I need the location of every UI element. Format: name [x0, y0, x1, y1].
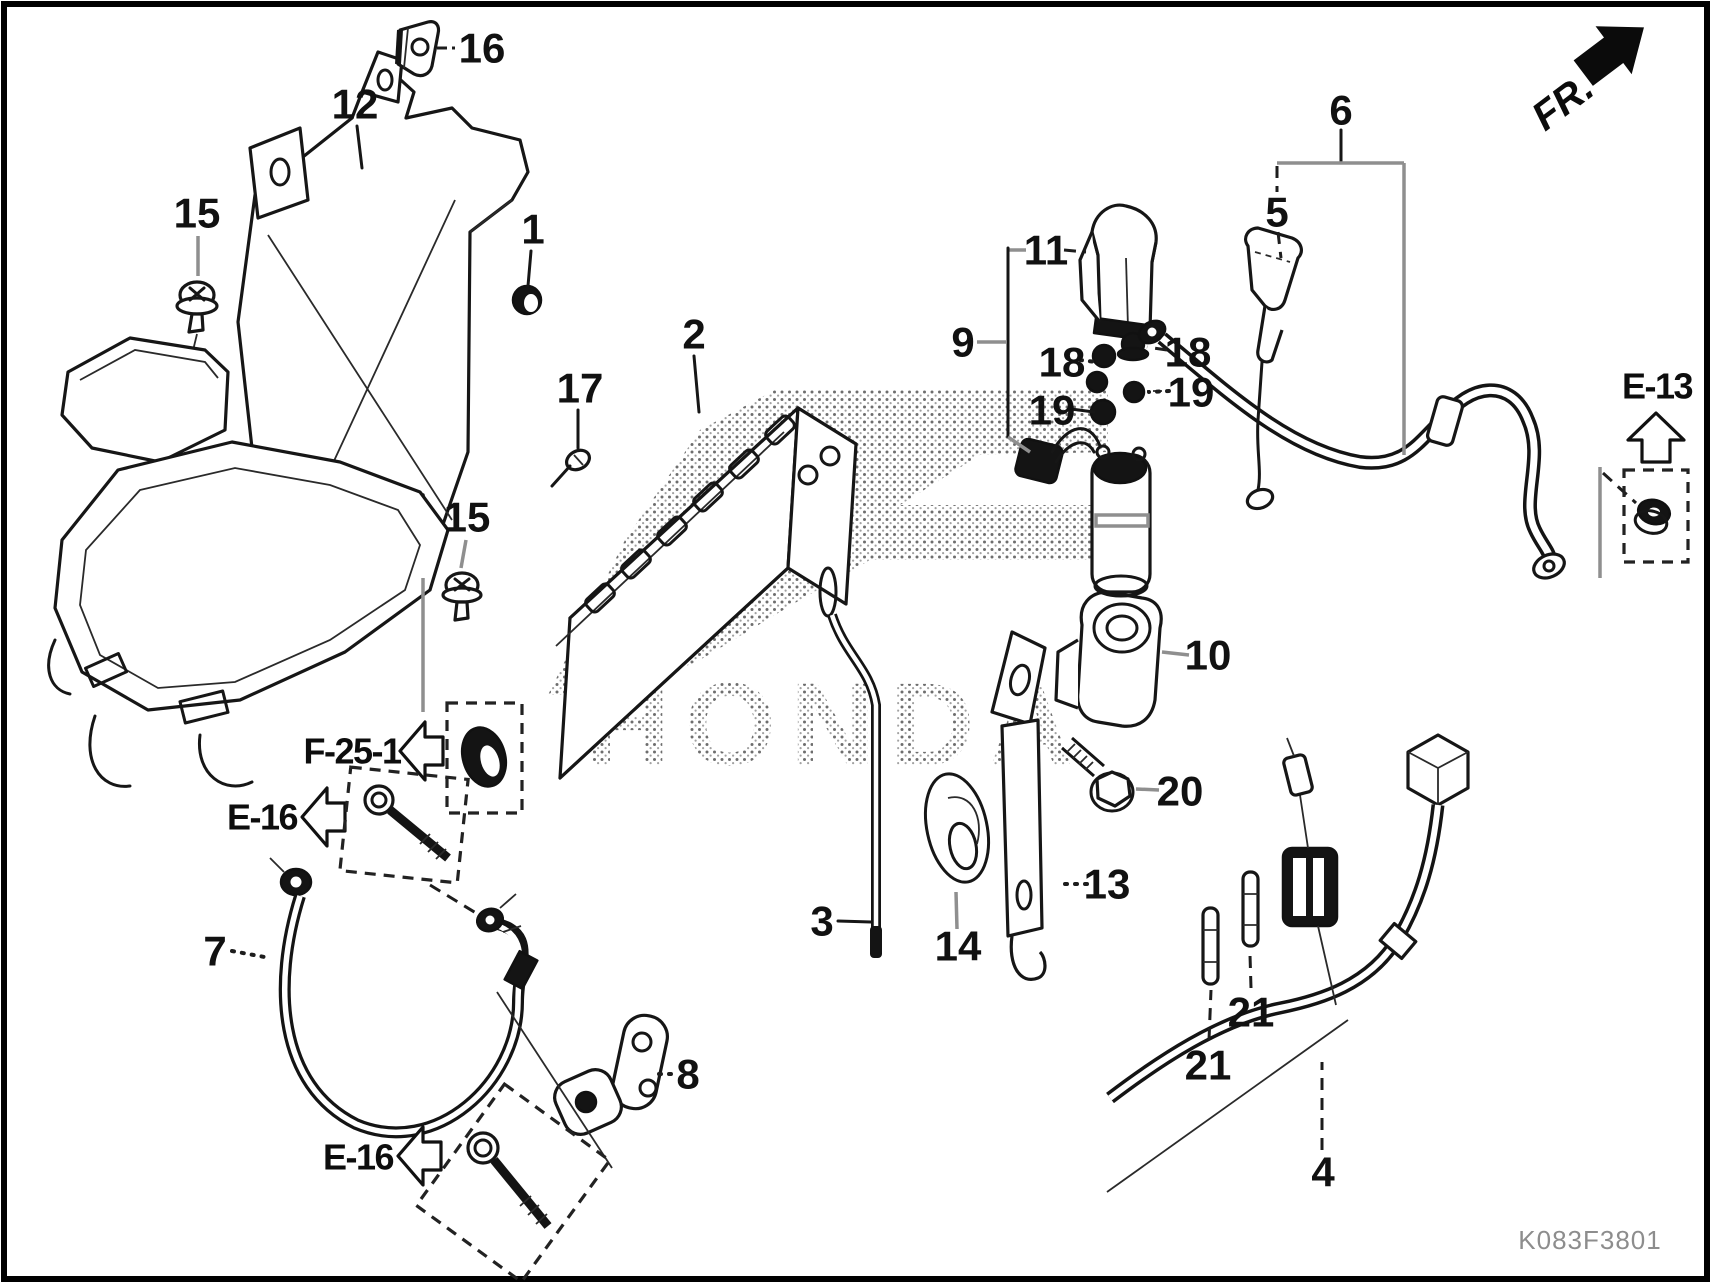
part-setting-plate: [990, 630, 1047, 981]
part-label-13: 13: [1084, 861, 1131, 908]
ref-label-e16-lower: E-16: [323, 1137, 394, 1178]
part-label-21-left: 21: [1185, 1042, 1232, 1089]
fr-arrow-icon: [1573, 26, 1644, 86]
ref-e13: [1622, 411, 1690, 564]
part-clip-nut-16: [395, 20, 441, 78]
part-label-15-lower: 15: [444, 494, 491, 541]
part-screw-17: [550, 448, 592, 488]
fuse-holder: [1281, 846, 1339, 928]
ref-arrow-left-icon: [398, 720, 445, 782]
part-terminal-cover: [1244, 226, 1303, 511]
part-label-17: 17: [557, 365, 604, 412]
part-fuses: [1201, 870, 1260, 986]
part-label-3: 3: [810, 898, 833, 945]
part-label-6: 6: [1329, 87, 1352, 134]
ref-e16-upper: [300, 765, 470, 885]
part-label-20: 20: [1157, 768, 1204, 815]
ref-label-e13: E-13: [1622, 366, 1693, 407]
part-label-4: 4: [1311, 1149, 1335, 1196]
part-label-18-right: 18: [1165, 329, 1212, 376]
part-label-18-left: 18: [1039, 339, 1086, 386]
part-label-19-right: 19: [1168, 369, 1215, 416]
part-rubber-cover: [1078, 203, 1158, 343]
part-screw-15-lower: [441, 571, 483, 622]
battery-terminal: [819, 445, 841, 467]
ref-f25-1: [398, 701, 524, 815]
ref-arrow-left-icon: [396, 1125, 443, 1187]
part-battery-cover: [47, 336, 450, 788]
part-battery: [555, 406, 858, 780]
ref-e16-lower: [396, 1081, 612, 1283]
part-label-19-left: 19: [1029, 387, 1076, 434]
ref-label-f25-1: F-25-1: [303, 731, 402, 772]
part-flange-bolt: [1061, 736, 1135, 813]
ref-label-e16-upper: E-16: [227, 797, 298, 838]
part-label-21-right: 21: [1228, 989, 1275, 1036]
part-label-10: 10: [1185, 632, 1232, 679]
part-label-9: 9: [951, 319, 974, 366]
part-grommet-1: [511, 284, 543, 316]
part-label-16: 16: [459, 25, 506, 72]
part-rubber-holder: [1054, 590, 1163, 728]
part-screw-15-upper: [175, 280, 219, 334]
part-label-15-upper: 15: [174, 190, 221, 237]
diagram-code: K083F3801: [1518, 1225, 1661, 1255]
leader-lines: [196, 46, 1638, 1193]
part-starter-cable: [1137, 319, 1566, 580]
part-label-1: 1: [521, 206, 544, 253]
part-ground-cable: [269, 857, 539, 1139]
part-setting-rod: [818, 566, 882, 958]
ref-arrow-left-icon: [300, 786, 347, 848]
part-label-2: 2: [682, 311, 705, 358]
part-bracket-8: [496, 991, 669, 1169]
part-label-8: 8: [676, 1051, 699, 1098]
part-washer: [924, 772, 990, 884]
rod-tip: [870, 926, 882, 958]
part-label-5: 5: [1265, 189, 1288, 236]
battery-filler-caps: [584, 414, 796, 614]
part-label-11: 11: [1024, 227, 1068, 274]
battery-terminal: [797, 464, 819, 486]
part-label-12: 12: [332, 81, 379, 128]
part-label-7: 7: [203, 928, 226, 975]
part-earth-cable: [1106, 733, 1470, 1104]
ref-arrow-up-icon: [1626, 411, 1686, 464]
part-label-14: 14: [935, 923, 982, 970]
